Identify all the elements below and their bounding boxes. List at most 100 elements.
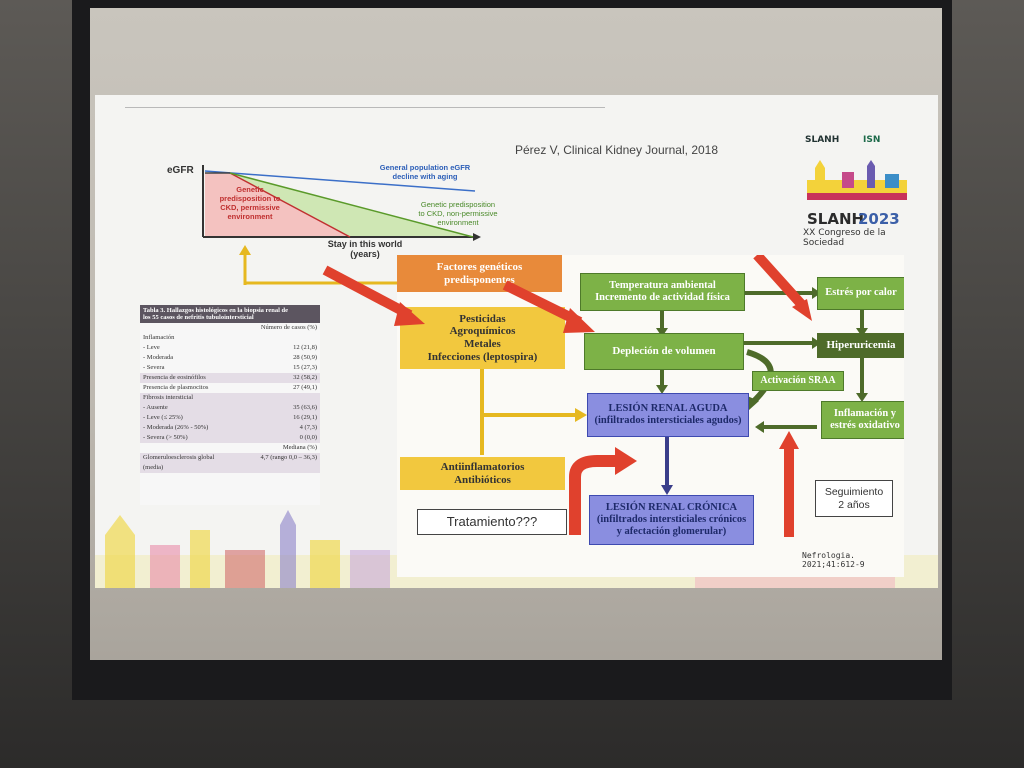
pest-line3: Metales: [464, 338, 501, 350]
estres-calor-box: Estrés por calor: [817, 277, 904, 310]
factores-line1: Factores genéticos: [436, 260, 523, 273]
table-row: - Moderada (26% - 50%) 4 (7,3): [140, 423, 320, 433]
seg-line1: Seguimiento: [824, 486, 884, 499]
temp-line1: Temperatura ambiental: [609, 279, 716, 291]
table-cell-label: - Moderada: [143, 354, 174, 361]
table-cell-label: Presencia de eosinófilos: [143, 374, 206, 381]
table-row: Inflamación: [140, 333, 320, 343]
permissive-label-line1: Genetic: [236, 185, 264, 194]
table-row: Presencia de eosinófilos 32 (58,2): [140, 373, 320, 383]
table-row: - Severa 15 (27,3): [140, 363, 320, 373]
table-cell-value: Mediana (%): [282, 444, 317, 451]
general-decline-line: [204, 170, 476, 192]
table-cell-value: 35 (63,6): [293, 404, 317, 411]
egfr-x-label-line2: (years): [350, 249, 380, 259]
egfr-y-label: eGFR: [167, 165, 194, 176]
table-cell-value: 27 (49,1): [293, 384, 317, 391]
table-row: - Moderada 28 (50,9): [140, 353, 320, 363]
lesion-renal-aguda-box: LESIÓN RENAL AGUDA (infiltrados intersti…: [587, 393, 749, 437]
anti-line1: Antiinflamatorios: [440, 460, 525, 473]
table-row: Mediana (%): [140, 443, 320, 453]
lrc-line2: (infiltrados intersticiales crónicos: [596, 513, 747, 525]
seguimiento-box: Seguimiento 2 años: [815, 480, 893, 517]
table-cell-value: 32 (58,2): [293, 374, 317, 381]
permissive-line: [229, 172, 351, 238]
lrc-line1: LESIÓN RENAL CRÓNICA: [605, 501, 738, 513]
factores-geneticos-box: Factores genéticos predisponentes: [397, 255, 562, 292]
seg-line2: 2 años: [838, 498, 870, 511]
pest-line2: Agroquímicos: [449, 325, 516, 338]
nonpermissive-label: Genetic predisposition to CKD, non-permi…: [403, 200, 513, 227]
flow-connectors: [480, 255, 868, 537]
factores-line2: predisponentes: [444, 273, 515, 286]
egfr-chart-svg: [202, 165, 481, 241]
table-col-header: Número de casos (%): [260, 324, 317, 331]
permissive-label-line2: predisposition to: [219, 194, 281, 203]
permissive-label-line4: environment: [227, 212, 273, 221]
pesticidas-box: Pesticidas Agroquímicos Metales Infeccio…: [400, 307, 565, 369]
table-cell-value: 16 (29,1): [293, 414, 317, 421]
congress-logo: SLANH ISN SLANH 2023 XX Congreso de la S…: [795, 125, 915, 248]
table-cell-label: - Leve (≤ 25%): [143, 414, 183, 421]
slide-divider: [125, 107, 605, 108]
infl-line1: Inflamación y: [833, 407, 897, 419]
table-cell-value: 28 (50,9): [293, 354, 317, 361]
table-row: - Severa (> 50%) 0 (0,0): [140, 433, 320, 443]
table-row: (media): [140, 463, 320, 473]
nefrologia-reference: Nefrologia. 2021;41:612-9: [802, 551, 865, 569]
pest-line4: Infecciones (leptospira): [427, 350, 538, 363]
table-cell-label: - Severa (> 50%): [143, 434, 188, 441]
hiperuricemia-box: Hiperuricemia: [817, 333, 904, 358]
lrc-line3: y afectación glomerular): [616, 526, 727, 538]
table-cell-value: 0 (0,0): [299, 434, 317, 441]
table-cell-label: Fibrosis intersticial: [143, 394, 194, 401]
anti-line2: Antibióticos: [454, 473, 511, 486]
egfr-x-label-line1: Stay in this world: [327, 239, 403, 249]
trat-text: Tratamiento???: [446, 513, 538, 529]
infl-line2: estrés oxidativo: [830, 420, 900, 431]
table-row: Fibrosis intersticial: [140, 393, 320, 403]
table-cell-label: Glomeruloesclerosis global: [143, 454, 215, 461]
general-population-label: General population eGFR decline with agi…: [360, 163, 490, 181]
nonpermissive-line: [229, 172, 474, 238]
table-cell-value: 15 (27,3): [293, 364, 317, 371]
table-cell-label: - Moderada (26% - 50%): [143, 424, 209, 431]
egfr-x-label: Stay in this world (years): [310, 239, 420, 259]
activacion-sraa-box: Activación SRAA: [752, 371, 844, 391]
table-row: Presencia de plasmocitos 27 (49,1): [140, 383, 320, 393]
pathophysiology-diagram: Factores genéticos predisponentes Pestic…: [397, 255, 904, 577]
general-label-line2: decline with aging: [392, 172, 458, 181]
congreso-text: XX Congreso de la Sociedad: [803, 228, 886, 248]
slanh-mini-logo: SLANH: [805, 135, 840, 145]
table-cell-label: Presencia de plasmocitos: [143, 384, 209, 391]
temperatura-box: Temperatura ambiental Incremento de acti…: [580, 273, 745, 311]
antiinflamatorios-box: Antiinflamatorios Antibióticos: [400, 457, 565, 490]
deplecion-box: Depleción de volumen: [584, 333, 744, 370]
general-label-line1: General population eGFR: [379, 163, 471, 172]
table-title-line2: los 55 casos de nefritis tubulointerstic…: [143, 314, 254, 321]
slanh-title: SLANH: [807, 210, 865, 228]
sraa-text: Activación SRAA: [760, 375, 836, 387]
permissive-area: [205, 173, 350, 237]
egfr-chart: eGFR Stay in this world (years) General …: [155, 125, 535, 275]
nonperm-label-line3: environment: [437, 218, 479, 227]
pest-line1: Pesticidas: [459, 312, 506, 325]
table-title: Tabla 3. Hallazgos histológicos en la bi…: [140, 305, 320, 323]
x-axis-arrow: [473, 233, 481, 241]
deplecion-text: Depleción de volumen: [612, 345, 716, 358]
tratamiento-box: Tratamiento???: [417, 509, 567, 535]
lesion-renal-cronica-box: LESIÓN RENAL CRÓNICA (infiltrados inters…: [589, 495, 754, 545]
table-cell-label: (media): [143, 464, 164, 471]
permissive-label-line3: CKD, permissive: [220, 203, 280, 212]
city-skyline-icon: [807, 160, 907, 200]
table-header-row: Número de casos (%): [140, 323, 320, 333]
nonperm-label-line2: to CKD, non-permissive: [418, 209, 498, 218]
table-cell-label: - Severa: [143, 364, 165, 371]
lra-line1: LESIÓN RENAL AGUDA: [608, 402, 728, 414]
table-cell-value: 4 (7,3): [299, 424, 317, 431]
table-title-line1: Tabla 3. Hallazgos histológicos en la bi…: [143, 307, 289, 314]
